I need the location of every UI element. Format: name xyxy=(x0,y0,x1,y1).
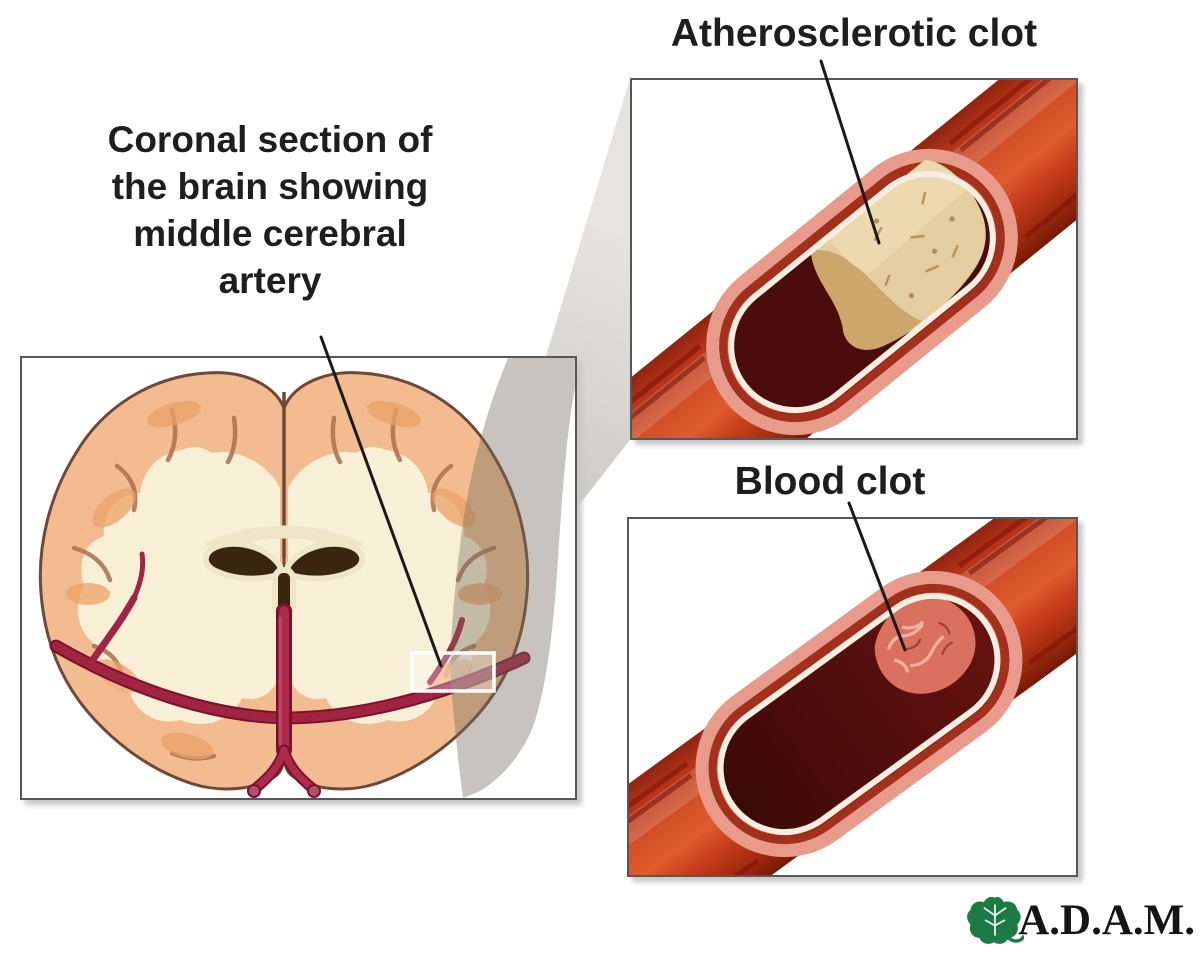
adam-logo: A.D.A.M. xyxy=(915,890,1195,950)
caption-line-2: the brain showing xyxy=(111,166,429,207)
brain-panel xyxy=(20,356,577,800)
blood-clot-artery-illustration xyxy=(629,519,1076,875)
artery-cut-wall xyxy=(695,570,1023,858)
caption-line-3: middle cerebral xyxy=(133,213,407,254)
middle-cerebral-artery xyxy=(49,551,531,798)
artery-wall-stripes xyxy=(632,80,1076,438)
blood-clot-panel xyxy=(627,517,1078,877)
brain-caption: Coronal section of the brain showing mid… xyxy=(30,116,510,304)
blood-clot-label: Blood clot xyxy=(734,460,926,503)
caption-line-1: Coronal section of xyxy=(107,119,433,160)
atherosclerotic-clot xyxy=(810,159,986,350)
atherosclerotic-clot-panel xyxy=(630,78,1078,440)
artery-wall-stripes xyxy=(629,519,1076,875)
ischemia-shadow-overlay xyxy=(450,358,575,798)
atherosclerotic-clot-label: Atherosclerotic clot xyxy=(670,12,1038,55)
artery-tube xyxy=(629,519,1076,875)
artery-intima-rim xyxy=(717,592,1001,836)
caption-line-4: artery xyxy=(218,260,322,301)
zoom-rectangle xyxy=(410,651,496,693)
adam-logo-text: A.D.A.M. xyxy=(1018,896,1195,944)
artery-cut-wall xyxy=(706,148,1018,436)
atherosclerotic-artery-illustration xyxy=(632,80,1076,438)
artery-tube xyxy=(632,80,1076,438)
brain-left-hemisphere xyxy=(38,371,286,791)
brain-illustration xyxy=(38,358,575,798)
leaf-icon xyxy=(967,896,1025,944)
